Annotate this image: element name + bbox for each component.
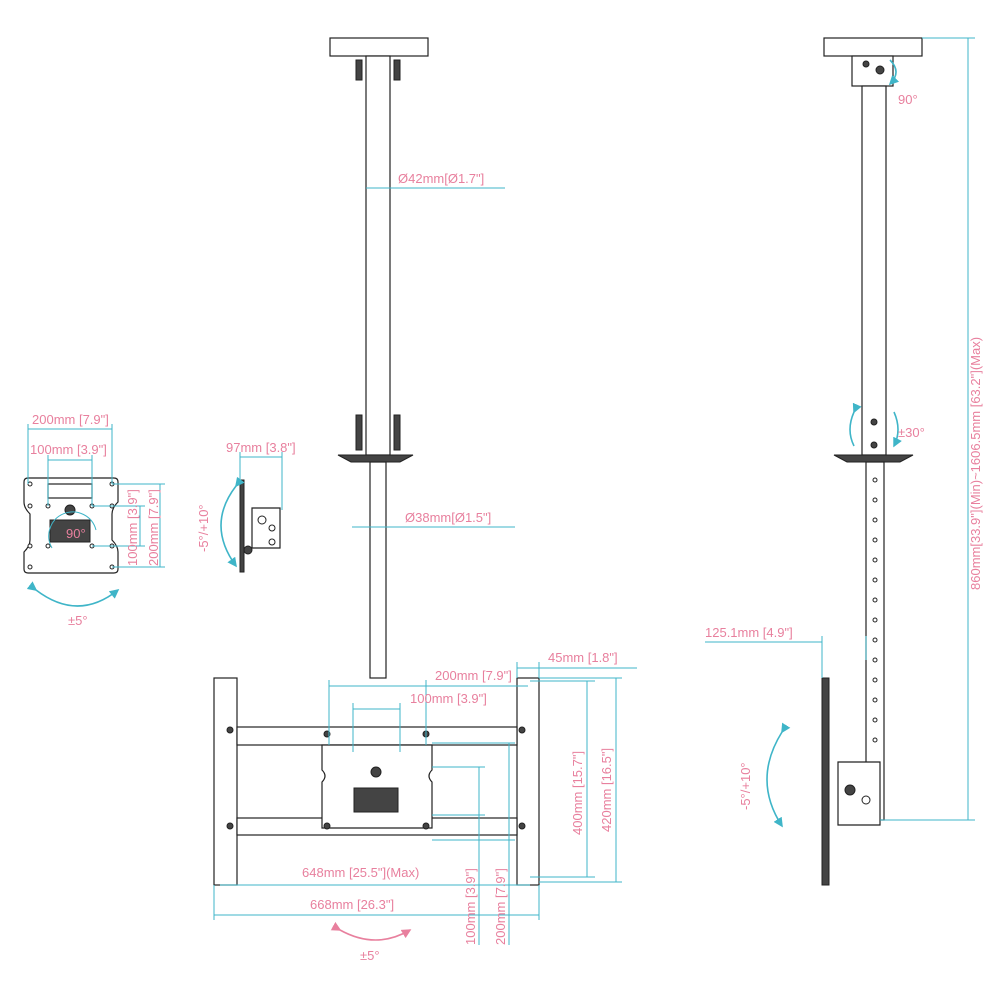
drop-length-label: 860mm[33.9"](Min)~1606.5mm [63.2"](Max) — [968, 337, 983, 590]
left-rail — [213, 677, 238, 886]
tilt-label: -5°/+10° — [738, 762, 753, 810]
plate-width-outer-label: 200mm [7.9"] — [435, 668, 512, 683]
side-plate — [239, 479, 245, 573]
tilt-bracket — [837, 761, 881, 826]
right-side-view: 90° ±30° 860mm[33.9"](Min)~1606.5mm [63.… — [705, 37, 983, 886]
overall-width-label: 668mm [26.3"] — [310, 897, 394, 912]
center-handle — [353, 787, 399, 813]
right-rail — [516, 677, 540, 886]
wall-offset-label: 125.1mm [4.9"] — [705, 625, 793, 640]
center-plate — [321, 744, 433, 829]
ceiling-rotation-label: 90° — [898, 92, 918, 107]
ceiling-plate — [329, 37, 429, 57]
plate-height-inner-label: 100mm [3.9"] — [463, 868, 478, 945]
center-front-view: Ø42mm[Ø1.7"] Ø38mm[Ø1.5"] 200mm [7.9"] 1… — [213, 37, 637, 963]
plate-width-inner-label: 100mm [3.9"] — [410, 691, 487, 706]
upper-tube — [861, 85, 887, 456]
width-inner-label: 100mm [3.9"] — [30, 442, 107, 457]
left-side-view: 97mm [3.8"] -5°/+10° — [196, 440, 296, 573]
ceiling-plate — [823, 37, 923, 57]
pole-rotation-arrow-icon — [849, 402, 862, 447]
plate-height-outer-label: 200mm [7.9"] — [493, 868, 508, 945]
lower-tube — [369, 461, 387, 679]
rotation-arrow-icon — [888, 59, 900, 86]
rotation-arc — [48, 511, 97, 549]
upper-diameter-label: Ø42mm[Ø1.7"] — [398, 171, 484, 186]
upper-crossbar — [236, 726, 518, 746]
plate-slot — [47, 483, 93, 499]
tilt-arrow-icon — [766, 722, 791, 828]
upper-tube — [365, 55, 391, 456]
pole-disk — [833, 454, 914, 463]
pole-disk — [337, 454, 414, 463]
ceiling-bracket — [851, 55, 894, 87]
tv-plate-side — [821, 677, 830, 886]
depth-label: 97mm [3.8"] — [226, 440, 296, 455]
side-bracket — [251, 507, 281, 549]
swivel-arrow-icon — [26, 581, 120, 607]
swivel-label: ±5° — [360, 948, 380, 963]
lower-diameter-label: Ø38mm[Ø1.5"] — [405, 510, 491, 525]
tilt-label: -5°/+10° — [196, 504, 211, 552]
tilt-arrow-icon — [220, 476, 245, 568]
tube-holes — [872, 477, 878, 743]
hole-span-label: 648mm [25.5"](Max) — [302, 865, 419, 880]
plate-handle — [49, 519, 91, 543]
plate-knob — [64, 504, 76, 516]
swivel-label: ±5° — [68, 613, 88, 628]
rotation-label: 90° — [66, 526, 86, 541]
upper-bolts — [355, 59, 401, 451]
rail-hole-height-label: 400mm [15.7"] — [570, 751, 585, 835]
rail-height-label: 420mm [16.5"] — [599, 748, 614, 832]
rail-offset-label: 45mm [1.8"] — [548, 650, 618, 665]
height-outer-label: 200mm [7.9"] — [146, 489, 161, 566]
pole-rotation-label: ±30° — [898, 425, 925, 440]
height-inner-label: 100mm [3.9"] — [125, 489, 140, 566]
left-front-view: 200mm [7.9"] 100mm [3.9"] 100mm [3.9"] 2… — [23, 412, 165, 628]
width-outer-label: 200mm [7.9"] — [32, 412, 109, 427]
swivel-arrow-icon — [330, 921, 412, 941]
